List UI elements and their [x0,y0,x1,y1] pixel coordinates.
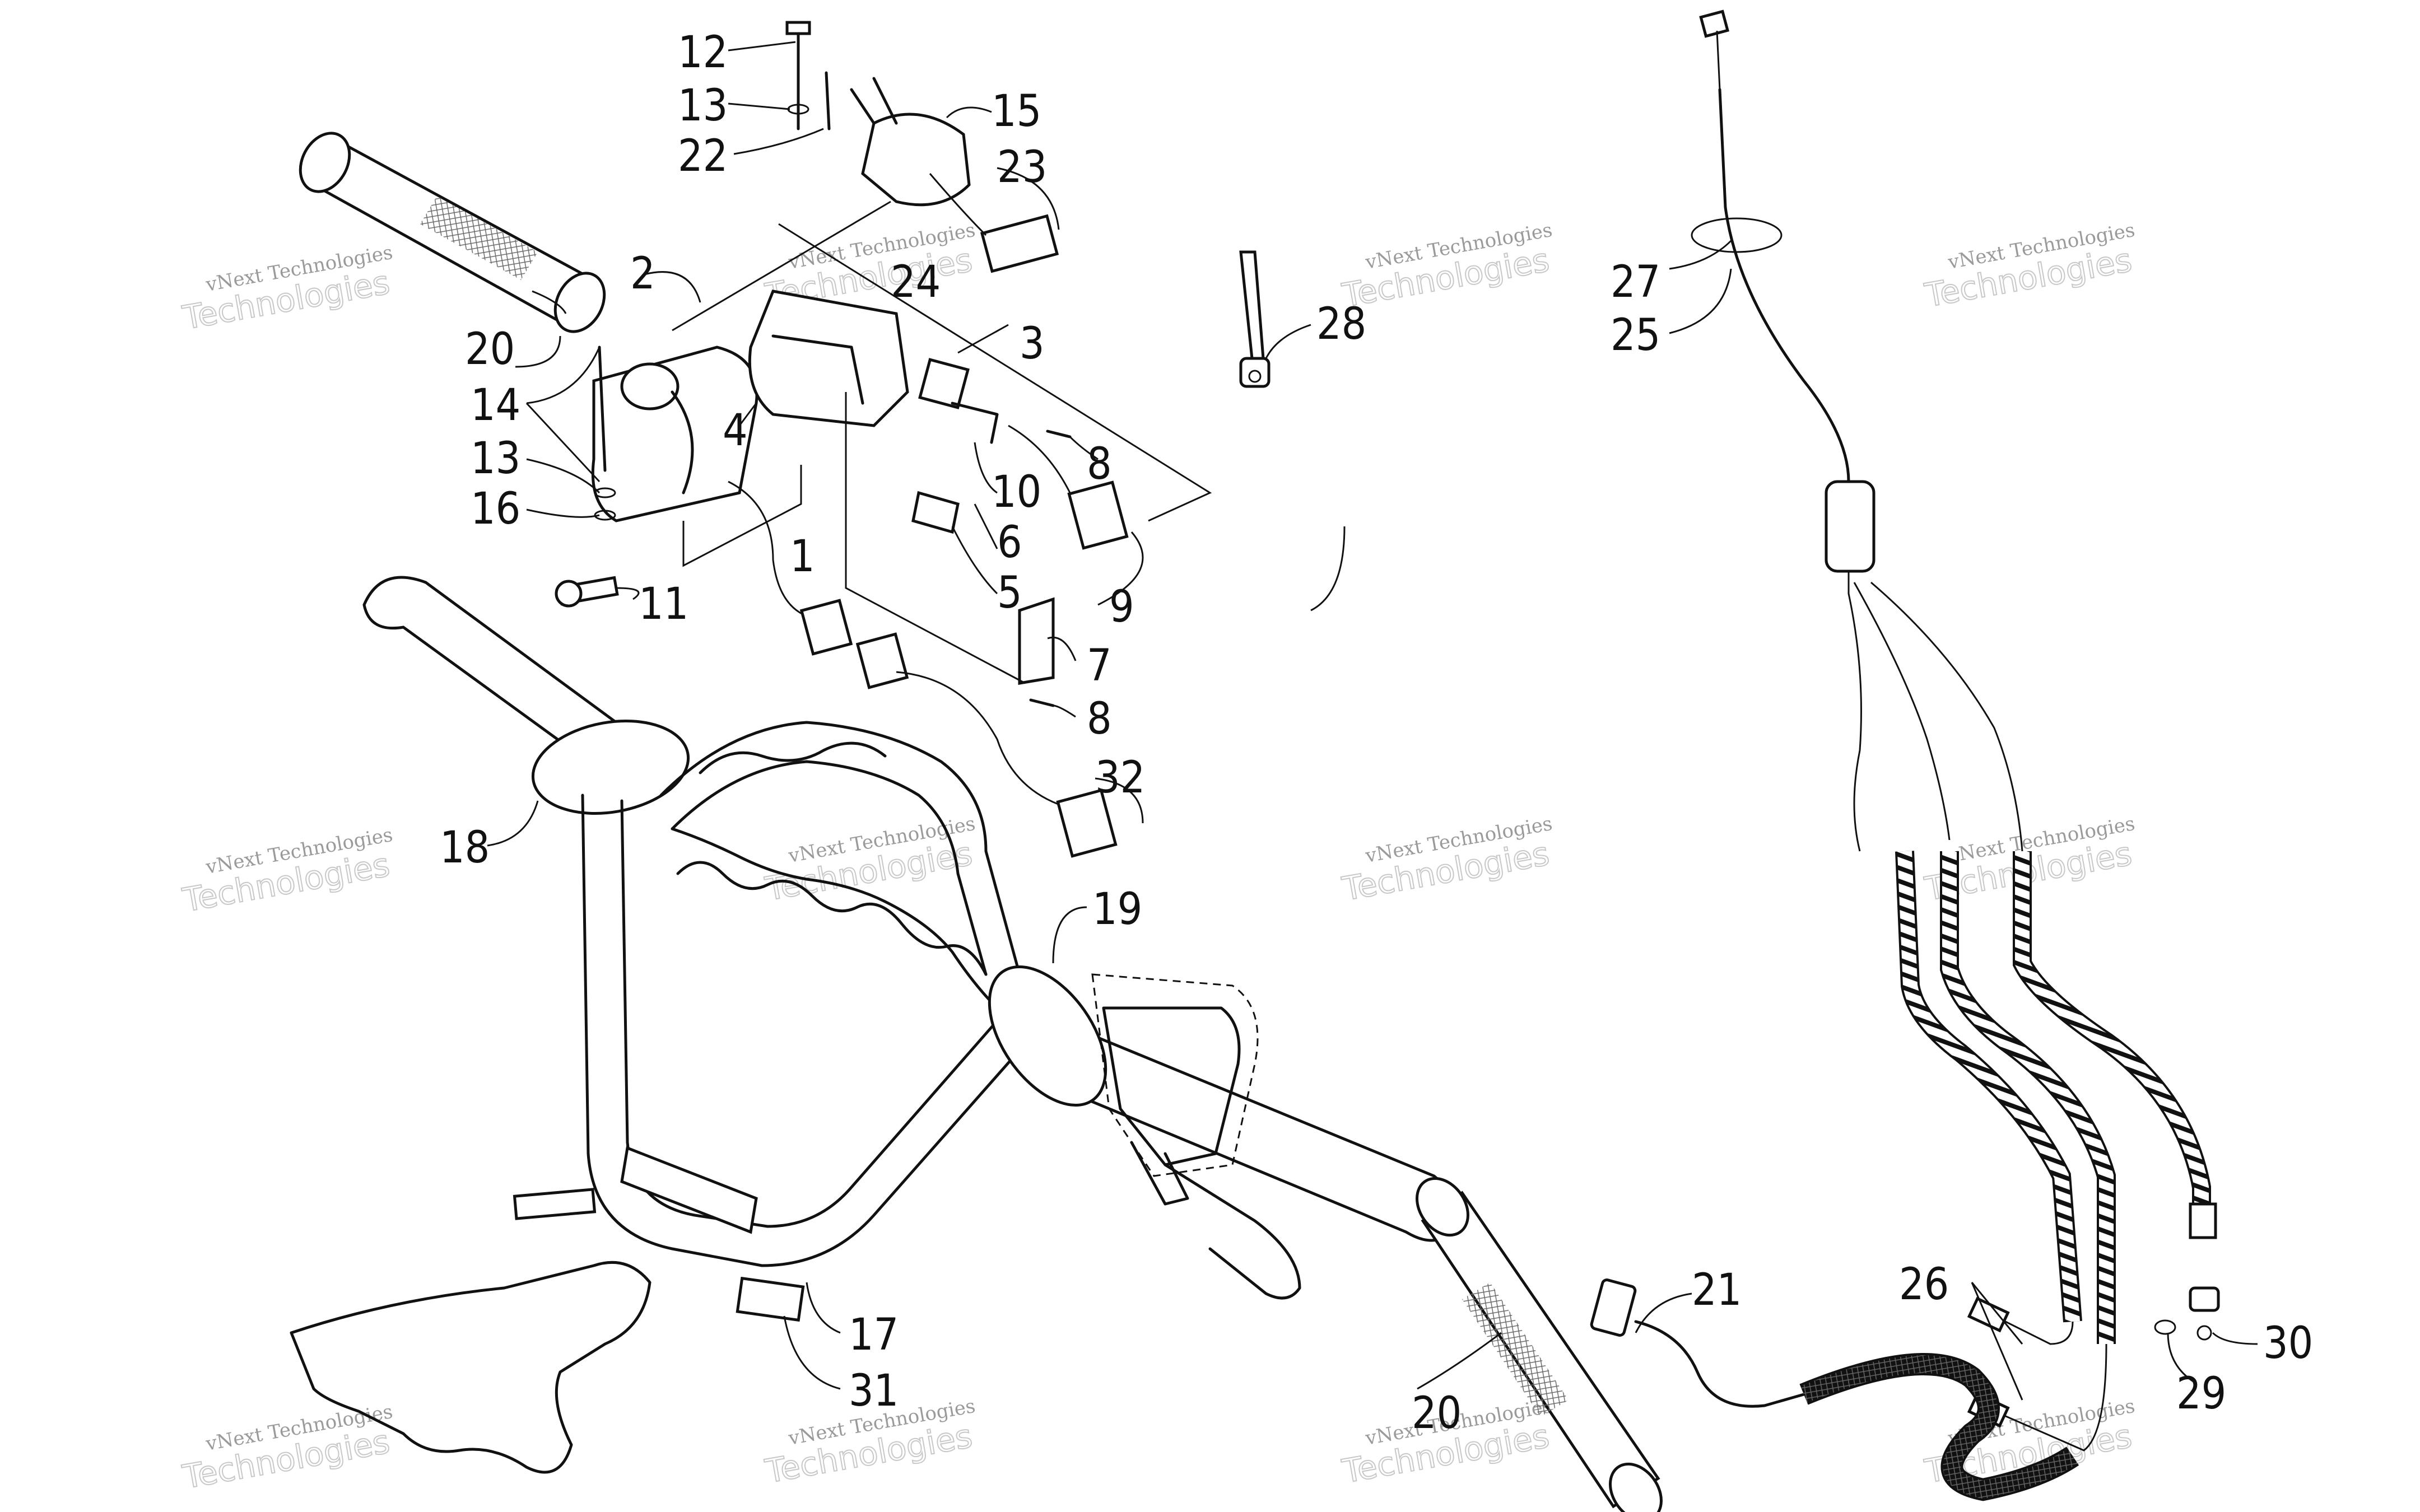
callout-8a: 8 [1087,439,1112,489]
right-grip [1416,1177,1663,1512]
callout-19: 19 [1092,884,1142,935]
callout-6: 6 [997,517,1022,568]
callout-30: 30 [2263,1318,2313,1369]
callout-29: 29 [2176,1369,2226,1419]
callout-23: 23 [997,142,1047,193]
handlebar [290,576,1458,1474]
watermark: vNext Technologies Technologies [179,824,394,920]
callout-2: 2 [630,249,655,299]
callout-25: 25 [1611,310,1660,361]
tool-28 [1239,250,1270,388]
callout-13a: 13 [678,81,728,131]
callout-9: 9 [1109,582,1134,632]
callout-22: 22 [678,131,728,181]
watermark: vNext Technologies Technologies [1921,219,2137,315]
callout-26: 26 [1899,1259,1949,1310]
callout-13b: 13 [471,433,520,484]
callout-15: 15 [992,86,1041,137]
callout-7: 7 [1087,641,1112,691]
left-grip [299,132,606,333]
callout-21: 21 [1692,1265,1742,1315]
cable-assembly [1590,10,2220,1501]
callout-24: 24 [891,257,941,307]
leader-lines [487,41,2258,1401]
callout-labels: 1 2 3 4 5 6 7 8 8 9 10 11 12 13 13 14 15… [440,27,2313,1439]
callout-28: 28 [1316,299,1366,349]
callout-16: 16 [471,484,520,534]
callout-11: 11 [639,579,688,629]
callout-10: 10 [992,467,1041,517]
callout-20a: 20 [465,324,515,375]
control-housing [555,21,1212,858]
callout-5: 5 [997,568,1022,618]
callout-12: 12 [678,27,728,78]
callout-3: 3 [1020,319,1045,369]
watermark: vNext Technologies Technologies [1339,813,1554,909]
callout-20b: 20 [1412,1388,1462,1439]
callout-31: 31 [849,1366,899,1416]
callout-27: 27 [1611,257,1660,307]
callout-14: 14 [471,380,520,431]
callout-32: 32 [1095,753,1145,803]
callout-8b: 8 [1087,694,1112,744]
watermark: vNext Technologies Technologies [179,241,394,338]
watermark: vNext Technologies Technologies [1339,219,1554,315]
callout-17: 17 [849,1310,899,1360]
callout-1: 1 [790,531,815,582]
callout-4: 4 [723,405,748,456]
callout-18: 18 [440,823,490,873]
